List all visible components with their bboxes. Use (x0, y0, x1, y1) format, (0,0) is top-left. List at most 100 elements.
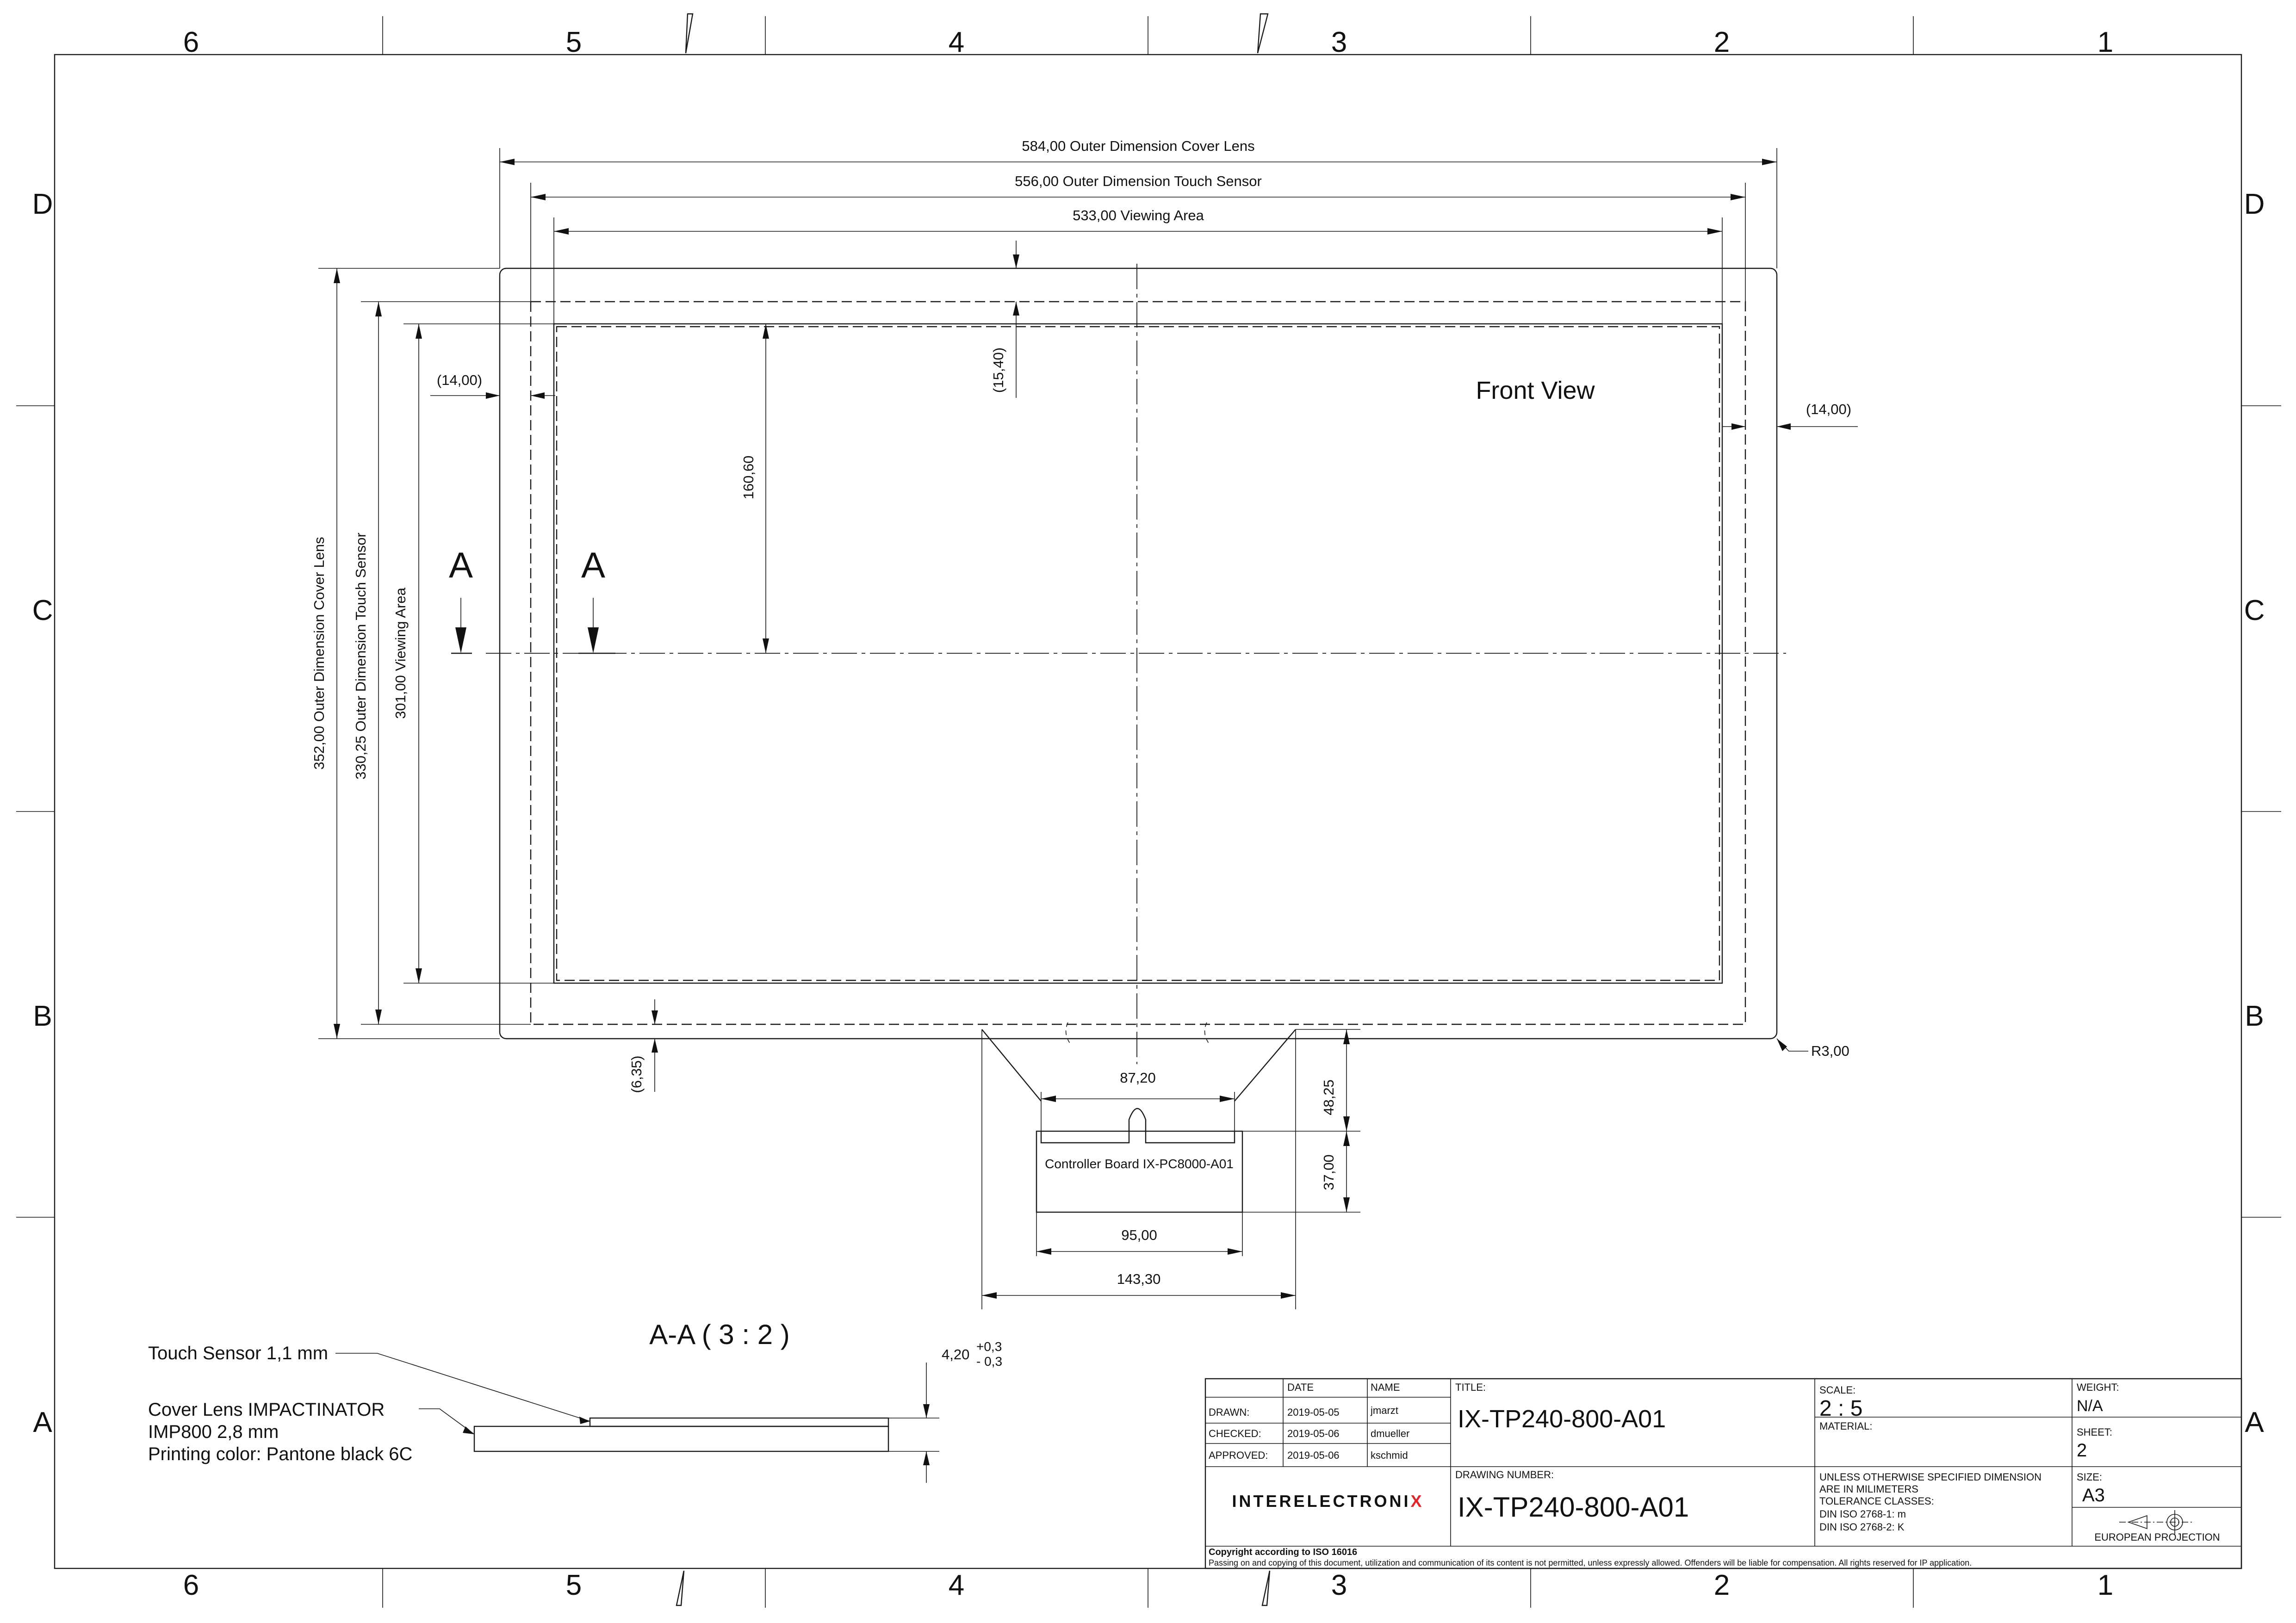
zone-labels: 6 5 4 3 2 1 6 5 4 3 2 1 D C B A D C B A (32, 26, 2265, 1601)
weight-value: N/A (2077, 1397, 2103, 1415)
approved-date: 2019-05-06 (1287, 1450, 1340, 1461)
tolerance-line: ARE IN MILIMETERS (1819, 1483, 1918, 1495)
dim-board-height: 37,00 (1321, 1131, 1350, 1212)
drawing-frame (16, 13, 2281, 1608)
svg-text:584,00 Outer Dimension Cover L: 584,00 Outer Dimension Cover Lens (1022, 138, 1254, 154)
copyright-text: Passing on and copying of this document,… (1209, 1558, 1972, 1567)
column-label-bottom: 2 (1714, 1569, 1730, 1601)
svg-text:A: A (449, 545, 473, 585)
column-label-bottom: 1 (2097, 1569, 2113, 1601)
svg-text:352,00 Outer Dimension Cover L: 352,00 Outer Dimension Cover Lens (311, 537, 327, 769)
sheet-label: SHEET: (2077, 1426, 2112, 1438)
material-label: MATERIAL: (1819, 1420, 1873, 1432)
dim-viewing-area-width: 533,00 Viewing Area (553, 207, 1723, 324)
dim-board-width: 95,00 (1036, 1227, 1242, 1255)
projection-symbol (2119, 1510, 2193, 1534)
section-marker-left: A (449, 545, 473, 654)
svg-text:+0,3: +0,3 (976, 1339, 1002, 1354)
checked-name: dmueller (1371, 1428, 1409, 1439)
section-marker-right: A (578, 545, 615, 654)
view-title: Front View (1476, 377, 1595, 404)
drawing-number-label: DRAWING NUMBER: (1455, 1469, 1554, 1481)
column-label-top: 2 (1714, 26, 1730, 58)
svg-text:37,00: 37,00 (1321, 1154, 1337, 1190)
checked-date: 2019-05-06 (1287, 1428, 1340, 1439)
row-label-right: A (2245, 1406, 2264, 1438)
controller-label: Controller Board IX-PC8000-A01 (1045, 1157, 1234, 1171)
dim-touch-sensor-height: 330,25 Outer Dimension Touch Sensor (353, 301, 531, 1025)
svg-text:95,00: 95,00 (1121, 1227, 1157, 1243)
touch-sensor-label: Touch Sensor 1,1 mm (148, 1343, 328, 1363)
front-view: Front View 584,00 Outer Dimension Cover … (311, 138, 1858, 1093)
dim-left-border: (14,00) (430, 372, 555, 399)
dim-cover-lens-width: 584,00 Outer Dimension Cover Lens (499, 138, 1777, 268)
svg-text:556,00 Outer Dimension Touch S: 556,00 Outer Dimension Touch Sensor (1015, 173, 1262, 189)
svg-text:- 0,3: - 0,3 (976, 1354, 1002, 1369)
tolerance-line: UNLESS OTHERWISE SPECIFIED DIMENSION (1819, 1471, 2042, 1483)
dim-center-height: 160,60 (740, 324, 769, 653)
svg-text:(6,35): (6,35) (628, 1056, 645, 1093)
svg-text:A: A (581, 545, 605, 585)
column-label-top: 5 (566, 26, 582, 58)
svg-text:4,20: 4,20 (942, 1346, 969, 1363)
dim-cover-lens-height: 352,00 Outer Dimension Cover Lens (311, 268, 500, 1039)
controller-assembly: Controller Board IX-PC8000-A01 87,20 48,… (981, 1029, 1360, 1309)
touch-sensor-outline (530, 301, 1746, 1025)
dim-corner-radius: R3,00 (1776, 1038, 1849, 1059)
dim-bottom-offset: (6,35) (628, 999, 658, 1093)
printing-color: Printing color: Pantone black 6C (148, 1444, 412, 1464)
dim-stack-thickness: 4,20 +0,3 - 0,3 (888, 1339, 1002, 1483)
drawn-label: DRAWN: (1209, 1406, 1249, 1418)
drawing-number: IX-TP240-800-A01 (1458, 1492, 1689, 1523)
drawing-title: IX-TP240-800-A01 (1458, 1405, 1666, 1433)
name-header: NAME (1371, 1381, 1400, 1393)
column-label-bottom: 3 (1331, 1569, 1347, 1601)
section-title: A-A ( 3 : 2 ) (649, 1319, 789, 1350)
svg-text:87,20: 87,20 (1120, 1070, 1156, 1086)
svg-text:(14,00): (14,00) (1806, 401, 1851, 417)
row-label-left: B (33, 1000, 52, 1032)
section-view: A-A ( 3 : 2 ) Touch Sensor 1,1 mm Cover … (148, 1319, 1002, 1483)
tolerance-line: DIN ISO 2768-1: m (1819, 1508, 1906, 1520)
dim-touch-sensor-width: 556,00 Outer Dimension Touch Sensor (530, 173, 1746, 302)
row-label-right: C (2244, 595, 2265, 626)
svg-text:301,00 Viewing Area: 301,00 Viewing Area (392, 587, 409, 719)
row-label-left: D (32, 188, 53, 220)
drawn-name: jmarzt (1370, 1405, 1398, 1416)
drawn-date: 2019-05-05 (1287, 1406, 1340, 1418)
date-header: DATE (1287, 1381, 1314, 1393)
touch-sensor-layer (589, 1417, 889, 1427)
column-label-bottom: 6 (183, 1569, 199, 1601)
column-label-top: 1 (2097, 26, 2113, 58)
svg-text:330,25 Outer Dimension Touch S: 330,25 Outer Dimension Touch Sensor (353, 533, 369, 780)
dim-viewing-area-height: 301,00 Viewing Area (392, 323, 554, 984)
svg-text:533,00 Viewing Area: 533,00 Viewing Area (1073, 207, 1204, 223)
controller-board (1036, 1130, 1243, 1213)
title-block: DATE NAME DRAWN: 2019-05-05 jmarzt CHECK… (1204, 1378, 2242, 1569)
cover-lens-material: IMP800 2,8 mm (148, 1422, 279, 1442)
svg-text:(14,00): (14,00) (437, 372, 482, 388)
dim-tail-width: 87,20 (1041, 1070, 1235, 1131)
cover-lens-label: Cover Lens IMPACTINATOR (148, 1400, 385, 1420)
row-label-left: A (33, 1406, 52, 1438)
dim-tail-length: 48,25 (1296, 1029, 1360, 1131)
weight-label: WEIGHT: (2077, 1381, 2119, 1393)
dim-top-offset: (15,40) (990, 241, 1019, 398)
dim-overall-width: 143,30 (982, 1271, 1296, 1299)
column-label-top: 6 (183, 26, 199, 58)
svg-text:143,30: 143,30 (1117, 1271, 1161, 1287)
sheet-value: 2 (2077, 1440, 2087, 1461)
scale-value: 2 : 5 (1819, 1396, 1862, 1421)
title-label: TITLE: (1455, 1381, 1486, 1393)
row-label-right: B (2245, 1000, 2264, 1032)
column-label-bottom: 4 (949, 1569, 964, 1601)
cover-lens-layer (473, 1425, 889, 1452)
checked-label: CHECKED: (1209, 1428, 1261, 1439)
size-value: A3 (2082, 1485, 2105, 1505)
projection-label: EUROPEAN PROJECTION (2094, 1531, 2220, 1543)
column-label-top: 3 (1331, 26, 1347, 58)
row-label-right: D (2244, 188, 2265, 220)
column-label-bottom: 5 (566, 1569, 582, 1601)
svg-text:(15,40): (15,40) (990, 347, 1006, 393)
